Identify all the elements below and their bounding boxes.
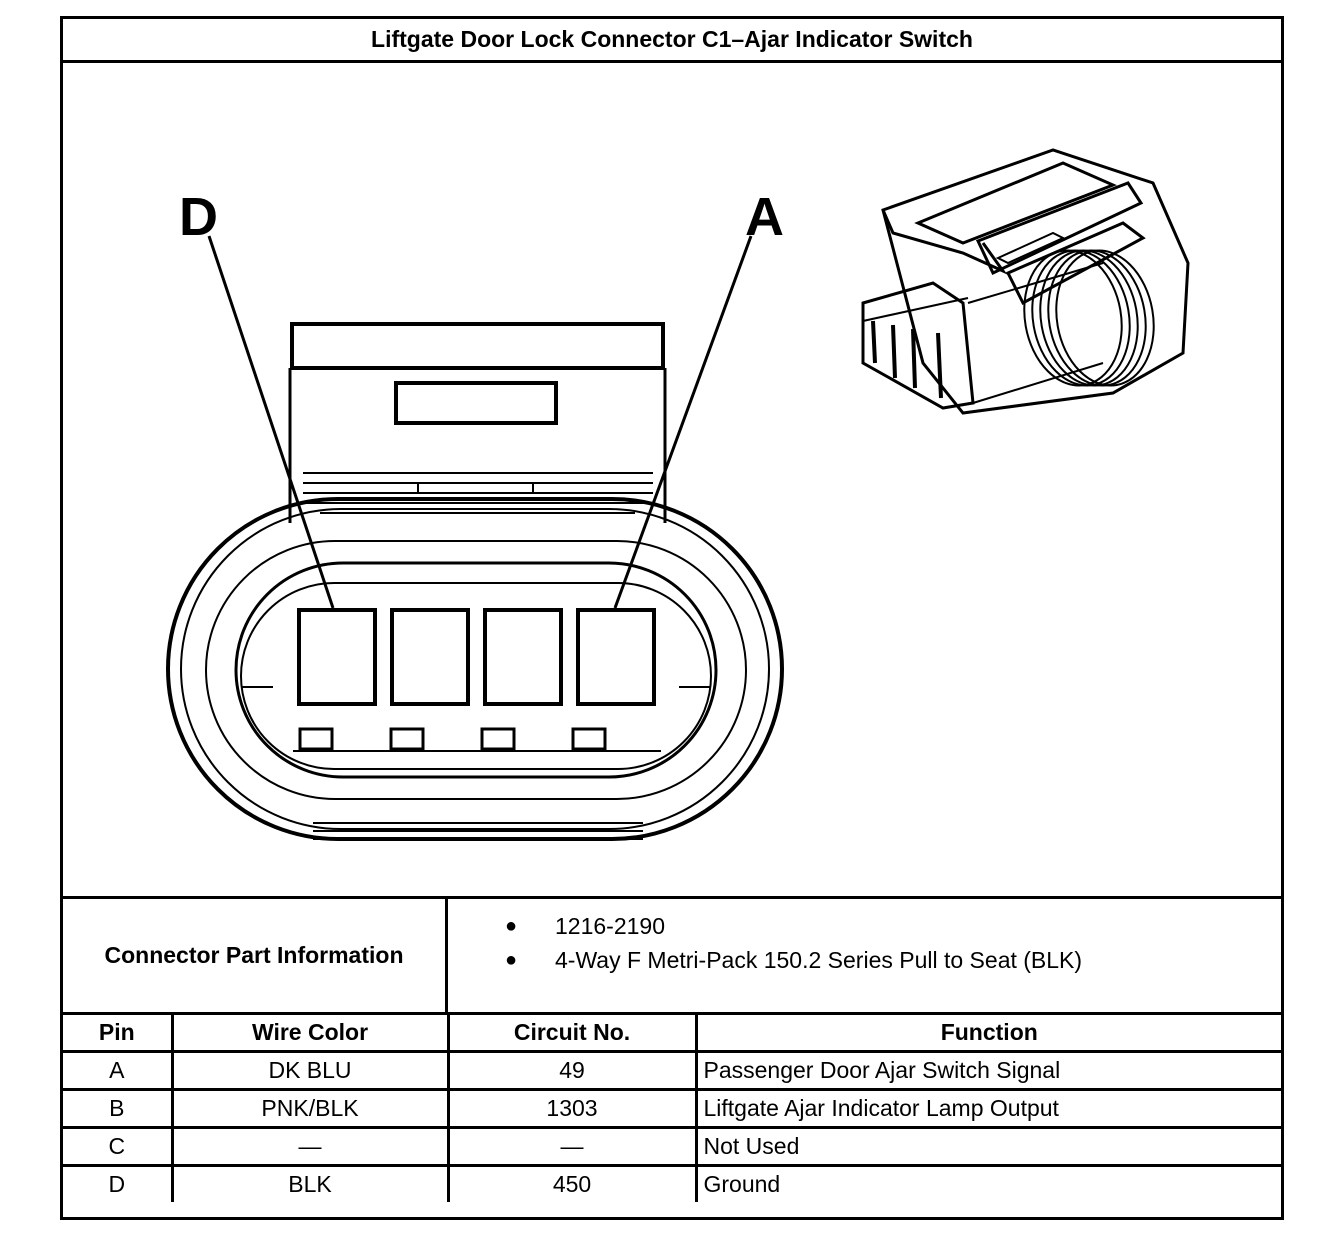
connector-part-info-label: Connector Part Information bbox=[63, 899, 448, 1012]
connector-diagram-svg: D A bbox=[166, 148, 1190, 841]
table-row: A DK BLU 49 Passenger Door Ajar Switch S… bbox=[63, 1050, 1281, 1091]
pin-d-callout bbox=[207, 235, 335, 609]
connector-part-info: Connector Part Information ● 1216-2190 ●… bbox=[63, 896, 1281, 1015]
circuit-cell: 450 bbox=[446, 1164, 698, 1202]
circuit-cell: 49 bbox=[446, 1050, 698, 1091]
pin-cell: B bbox=[63, 1088, 174, 1129]
bullet-icon: ● bbox=[505, 949, 518, 971]
header-pin: Pin bbox=[63, 1015, 174, 1053]
wire-color-cell: DK BLU bbox=[170, 1050, 450, 1091]
connector-description: 4-Way F Metri-Pack 150.2 Series Pull to … bbox=[555, 947, 1083, 973]
bullet-icon: ● bbox=[505, 915, 518, 937]
wire-color-cell: PNK/BLK bbox=[170, 1088, 450, 1129]
part-number: 1216-2190 bbox=[555, 913, 665, 939]
function-cell: Not Used bbox=[694, 1126, 1281, 1167]
list-item: ● 4-Way F Metri-Pack 150.2 Series Pull t… bbox=[448, 943, 1281, 977]
connector-diagram: D A bbox=[63, 63, 1281, 896]
header-function: Function bbox=[694, 1015, 1281, 1053]
connector-sheet: Liftgate Door Lock Connector C1–Ajar Ind… bbox=[60, 16, 1284, 1220]
pin-cell: C bbox=[63, 1126, 174, 1167]
table-row: B PNK/BLK 1303 Liftgate Ajar Indicator L… bbox=[63, 1088, 1281, 1129]
page-title: Liftgate Door Lock Connector C1–Ajar Ind… bbox=[63, 19, 1281, 63]
pin-cell: A bbox=[63, 1050, 174, 1091]
pin-table: Pin Wire Color Circuit No. Function A DK… bbox=[63, 1015, 1281, 1202]
wire-color-cell: — bbox=[170, 1126, 450, 1167]
table-header-row: Pin Wire Color Circuit No. Function bbox=[63, 1015, 1281, 1053]
function-cell: Ground bbox=[694, 1164, 1281, 1202]
connector-face-view-icon bbox=[166, 322, 784, 841]
circuit-cell: — bbox=[446, 1126, 698, 1167]
pin-cell: D bbox=[63, 1164, 174, 1202]
pin-a-callout bbox=[613, 235, 753, 609]
pin-d-label: D bbox=[179, 187, 218, 247]
connector-isometric-icon bbox=[861, 148, 1190, 415]
table-row: D BLK 450 Ground bbox=[63, 1164, 1281, 1202]
list-item: ● 1216-2190 bbox=[448, 909, 1281, 943]
header-circuit-no: Circuit No. bbox=[446, 1015, 698, 1053]
connector-part-info-list: ● 1216-2190 ● 4-Way F Metri-Pack 150.2 S… bbox=[448, 899, 1281, 1022]
pin-a-label: A bbox=[745, 187, 784, 247]
wire-color-cell: BLK bbox=[170, 1164, 450, 1202]
header-wire-color: Wire Color bbox=[170, 1015, 450, 1053]
function-cell: Passenger Door Ajar Switch Signal bbox=[694, 1050, 1281, 1091]
function-cell: Liftgate Ajar Indicator Lamp Output bbox=[694, 1088, 1281, 1129]
table-row: C — — Not Used bbox=[63, 1126, 1281, 1167]
circuit-cell: 1303 bbox=[446, 1088, 698, 1129]
